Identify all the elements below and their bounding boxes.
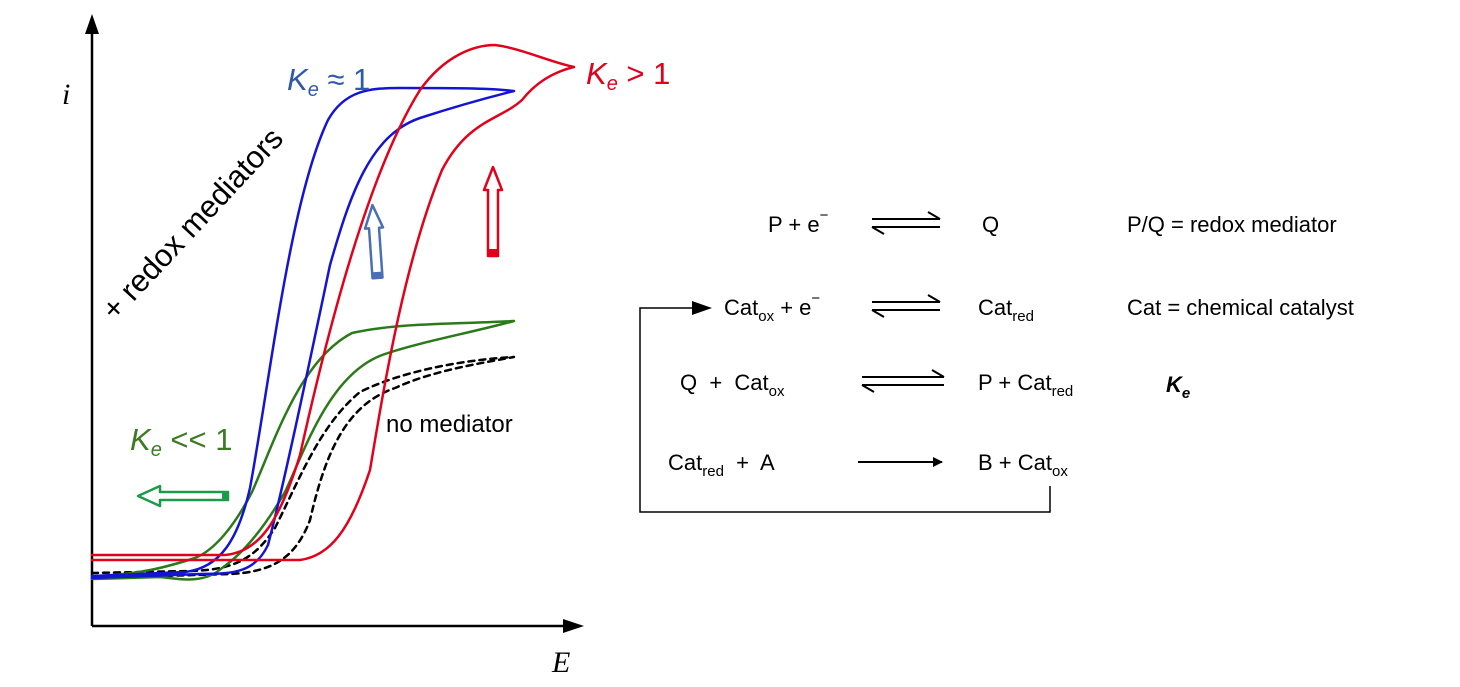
voltammogram-curves (90, 43, 576, 581)
curve-red (90, 43, 576, 562)
label-ke-greater-1: Ke > 1 (586, 56, 670, 95)
label-redox-mediators: + redox mediators (95, 121, 290, 327)
reaction-row-1: P + e− Q P/Q = redox mediator (768, 207, 1337, 237)
reaction-2-right: Catred (978, 295, 1034, 325)
reaction-1-right: Q (982, 212, 999, 237)
reaction-4-right: B + Catox (978, 450, 1068, 480)
red-up-arrow (482, 165, 504, 258)
reaction-3-left: Q + Catox (680, 370, 785, 400)
y-axis-label: i (62, 78, 70, 111)
trend-arrows (136, 165, 504, 508)
reaction-2-note: Cat = chemical catalyst (1127, 295, 1354, 320)
reaction-row-2: Catox + e− Catred Cat = chemical catalys… (724, 290, 1354, 325)
reaction-row-3: Q + Catox P + Catred Ke (680, 369, 1190, 402)
reaction-3-right: P + Catred (978, 370, 1073, 400)
catalytic-cycle-bracket (639, 301, 1051, 513)
reaction-row-4: Catred + A B + Catox (668, 450, 1068, 480)
label-ke-much-less-1: Ke << 1 (130, 422, 233, 461)
reaction-2-left: Catox + e− (724, 290, 820, 325)
equilibrium-arrow (861, 369, 945, 393)
reaction-1-note: P/Q = redox mediator (1127, 212, 1337, 237)
x-axis-arrowhead (563, 619, 584, 633)
label-ke-approx-1: Ke ≈ 1 (287, 62, 370, 101)
blue-up-arrow (363, 203, 385, 280)
reaction-scheme: P + e− Q P/Q = redox mediator Catox + e−… (639, 207, 1354, 513)
equilibrium-arrow (871, 211, 941, 235)
reaction-3-ke: Ke (1166, 372, 1190, 402)
green-left-arrow (136, 484, 230, 508)
curve-no-mediator (90, 355, 516, 580)
curve-green (90, 319, 516, 581)
reaction-1-left: P + e− (768, 207, 829, 237)
y-axis-arrowhead (85, 14, 99, 34)
curve-blue (90, 86, 516, 580)
plot-axes: i E (62, 14, 584, 679)
equilibrium-arrow (871, 294, 941, 318)
label-no-mediator: no mediator (386, 411, 513, 438)
reaction-4-left: Catred + A (668, 450, 775, 480)
x-axis-label: E (551, 646, 570, 679)
